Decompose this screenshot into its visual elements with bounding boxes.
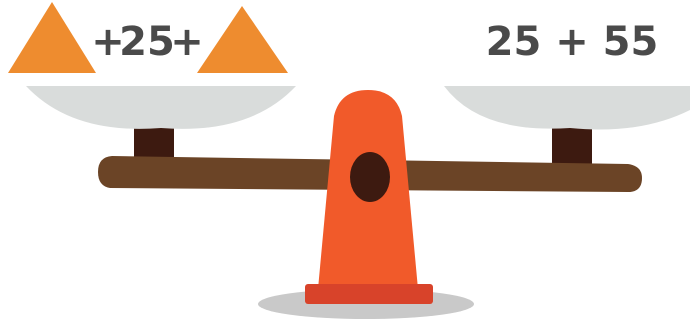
right-expression: 25 + 55 (486, 19, 659, 65)
left-number: 25 (119, 19, 175, 65)
triangle-icon (8, 2, 96, 73)
left-pan (26, 86, 296, 129)
fulcrum-hole (350, 152, 390, 202)
fulcrum-base (305, 284, 433, 304)
right-pan (444, 86, 690, 130)
triangle-icon (197, 6, 288, 73)
left-plus-sign-2: + (170, 19, 204, 65)
